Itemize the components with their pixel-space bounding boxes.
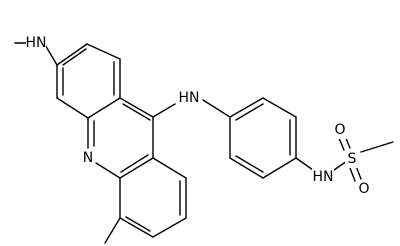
bond-c2-c1: [86, 43, 121, 60]
atom-ring-n: N: [81, 149, 95, 167]
bond-s-o-bottom-2: [355, 165, 362, 180]
bond-s-methyl: [360, 141, 394, 153]
bond-c8a-c8: [152, 157, 187, 179]
atom-methylamino-nh: HN: [26, 34, 47, 52]
bond-p4-p5: [262, 157, 297, 179]
bond-c6-c5-inner: [125, 216, 151, 232]
bond-nh-s: [333, 160, 348, 171]
bond-nh-phenyl: [202, 99, 231, 118]
atom-bridge-nh: HN: [178, 89, 202, 107]
bond-c5-methyl: [104, 217, 121, 244]
bond-c6-c5: [119, 217, 154, 238]
bond-p1-p2-inner: [235, 103, 264, 121]
bonds: [14, 42, 394, 244]
bond-c7-c6: [152, 217, 187, 238]
atom-label-sulfonamide-nh: HN: [313, 169, 334, 185]
atom-label-oxygen-top: O: [334, 122, 345, 138]
bond-p2-p3: [262, 97, 297, 118]
bond-c9-nh: [152, 103, 176, 118]
bond-c8a-c10a-inner: [120, 154, 149, 173]
atom-label-methylamino-nh: HN: [26, 35, 47, 51]
bond-c10a-n10: [95, 162, 121, 179]
bond-c3-c2-inner: [62, 48, 87, 66]
bond-s-o-bottom: [349, 167, 356, 182]
bond-c9a-c4a: [87, 97, 121, 119]
bond-p1-p2: [229, 97, 264, 118]
atom-sulfonamide-nh: HN: [312, 168, 334, 186]
bond-s-o-top: [338, 137, 345, 151]
bond-nh-ring: [43, 42, 58, 66]
bond-phenyl-nh: [295, 157, 314, 171]
atom-oxygen-top: O: [333, 121, 347, 139]
atom-label-sulfur: S: [348, 151, 357, 167]
bond-c9a-c9-inner: [122, 103, 151, 121]
bond-c4a-c4: [56, 97, 89, 119]
bond-p5-p6-inner: [235, 155, 264, 173]
bond-p5-p6: [229, 157, 264, 179]
bond-c9a-c9: [119, 97, 154, 118]
bond-c3-c2: [56, 43, 88, 66]
atom-labels: HN HN N HN S O O: [26, 34, 371, 198]
atom-label-oxygen-bottom: O: [358, 181, 369, 197]
atom-oxygen-bottom: O: [357, 180, 371, 198]
bond-c8a-c10a: [119, 157, 154, 179]
atom-sulfur: S: [345, 150, 359, 168]
atom-label-ring-n: N: [83, 150, 93, 166]
atom-label-bridge-nh: HN: [179, 90, 200, 106]
